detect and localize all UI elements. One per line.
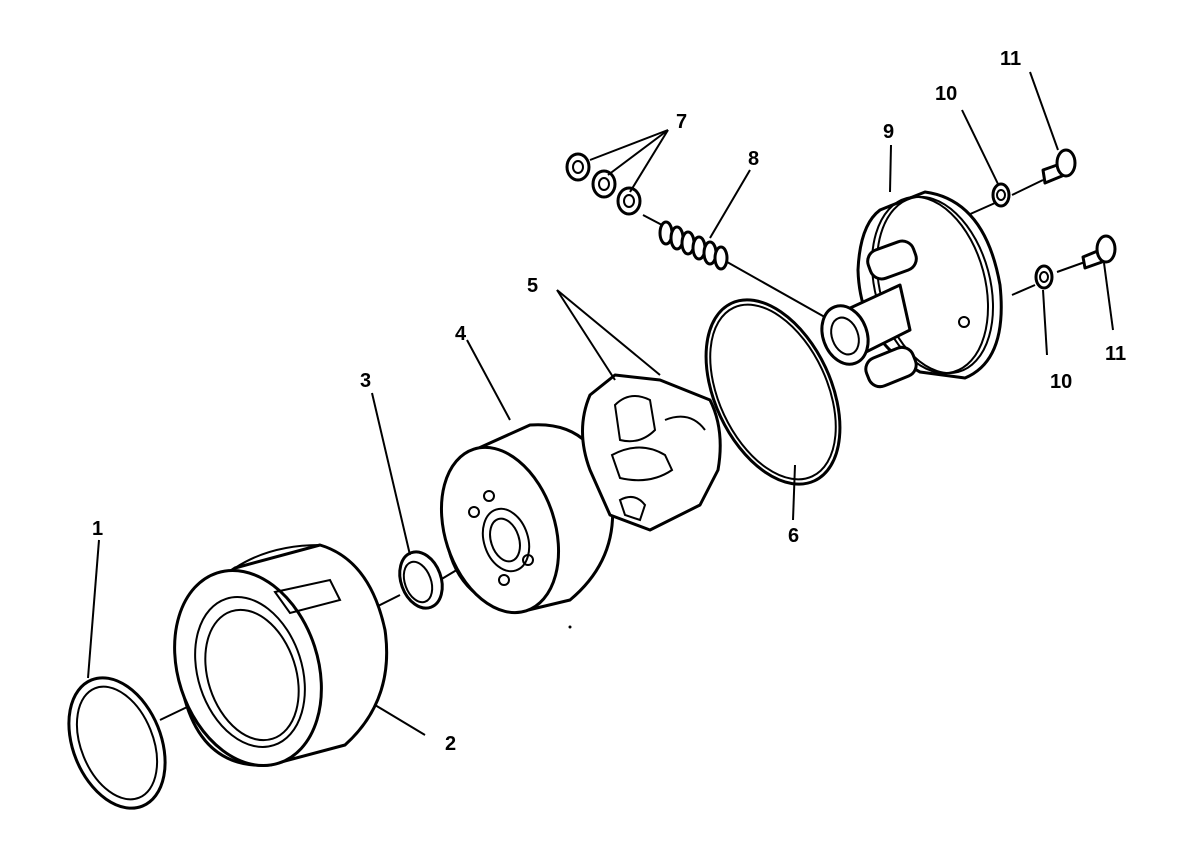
callout-1: 1 bbox=[92, 518, 103, 540]
part-6-o-ring bbox=[704, 298, 842, 486]
callout-6: 6 bbox=[788, 525, 799, 547]
callout-2: 2 bbox=[445, 733, 456, 755]
leader-lines bbox=[87, 71, 1114, 736]
callout-9: 9 bbox=[883, 121, 894, 143]
callout-4: 4 bbox=[455, 323, 467, 345]
part-2-housing bbox=[173, 543, 389, 768]
callout-10-upper: 10 bbox=[935, 83, 957, 105]
part-3-ring bbox=[398, 550, 444, 610]
callout-11-upper: 11 bbox=[1000, 48, 1021, 70]
callout-7: 7 bbox=[676, 111, 687, 133]
callout-5: 5 bbox=[527, 275, 538, 297]
stray-dot bbox=[568, 625, 572, 629]
callout-3: 3 bbox=[360, 370, 371, 392]
part-9-end-plate bbox=[820, 190, 1003, 389]
callout-11-lower: 11 bbox=[1105, 343, 1126, 365]
part-1-snap-ring bbox=[67, 676, 167, 810]
part-11-screws bbox=[1041, 148, 1117, 270]
part-10-washers bbox=[991, 182, 1054, 290]
callout-10-lower: 10 bbox=[1050, 371, 1072, 393]
callout-8: 8 bbox=[748, 148, 759, 170]
part-8-spring bbox=[658, 220, 729, 271]
part-7-washers bbox=[565, 152, 642, 216]
part-5-vane-carrier bbox=[581, 373, 722, 532]
part-4-rotor bbox=[439, 423, 615, 615]
callout-numbers: 1 2 3 4 5 6 7 8 9 10 10 11 11 bbox=[92, 48, 1126, 755]
